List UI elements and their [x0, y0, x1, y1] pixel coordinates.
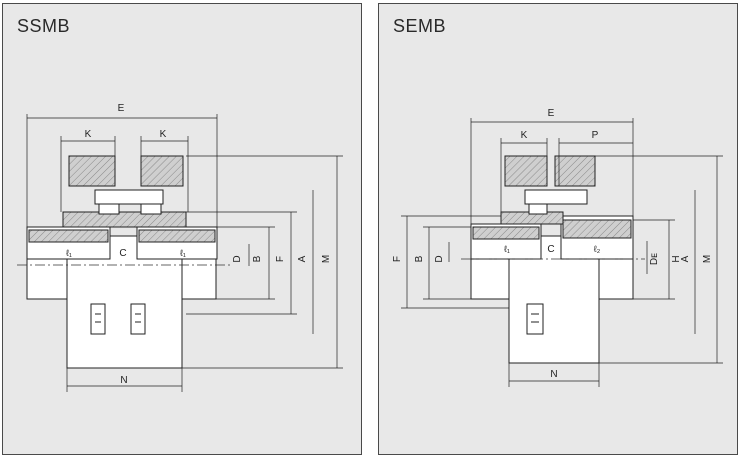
ssmb-dim-F: F	[275, 256, 286, 262]
semb-dim-K: K	[521, 130, 528, 141]
semb-drawing: E K P C ℓ₁ ℓ₂ N F B D Dᴇ H A M	[392, 108, 723, 387]
semb-right-shaft	[598, 258, 634, 300]
semb-dim-DE: Dᴇ	[649, 253, 660, 265]
semb-dim-l1: ℓ₁	[504, 244, 510, 254]
ssmb-dim-l1-left: ℓ₁	[66, 248, 72, 258]
semb-dim-P: P	[592, 130, 599, 141]
ssmb-dim-A: A	[297, 255, 308, 262]
ssmb-dim-E: E	[118, 103, 125, 114]
ssmb-left-shaft	[26, 258, 68, 300]
semb-left-shaft	[470, 258, 510, 300]
ssmb-dim-l1-right: ℓ₁	[180, 248, 186, 258]
semb-dim-H: H	[671, 255, 682, 262]
ssmb-drawing: E K K C ℓ₁ ℓ₁ N D B F A M	[17, 103, 343, 392]
ssmb-dim-B: B	[252, 255, 263, 262]
semb-dim-l2: ℓ₂	[594, 244, 601, 254]
semb-bolt	[524, 189, 588, 205]
semb-dim-M: M	[702, 255, 713, 263]
ssmb-title: SSMB	[17, 16, 71, 36]
semb-title: SEMB	[393, 16, 447, 36]
semb-dim-E: E	[548, 108, 555, 119]
semb-dim-B: B	[414, 255, 425, 262]
ssmb-dim-K-left: K	[85, 129, 92, 140]
ssmb-dim-C: C	[119, 248, 126, 259]
ssmb-right-shaft	[181, 258, 217, 300]
semb-dim-F: F	[392, 256, 403, 262]
ssmb-dim-D: D	[232, 255, 243, 262]
semb-panel: SEMB	[378, 3, 738, 455]
ssmb-left-sleeve	[68, 155, 116, 187]
ssmb-dim-K-right: K	[160, 129, 167, 140]
semb-dim-N: N	[550, 369, 557, 380]
semb-dim-A: A	[680, 255, 691, 262]
semb-dim-D: D	[434, 255, 445, 262]
semb-dim-C: C	[547, 244, 554, 255]
ssmb-right-sleeve	[140, 155, 184, 187]
ssmb-bolt	[94, 189, 164, 205]
semb-sleeve	[504, 155, 548, 187]
ssmb-panel: SSMB	[2, 3, 362, 455]
ssmb-dim-N: N	[120, 375, 127, 386]
ssmb-dim-M: M	[321, 255, 332, 263]
